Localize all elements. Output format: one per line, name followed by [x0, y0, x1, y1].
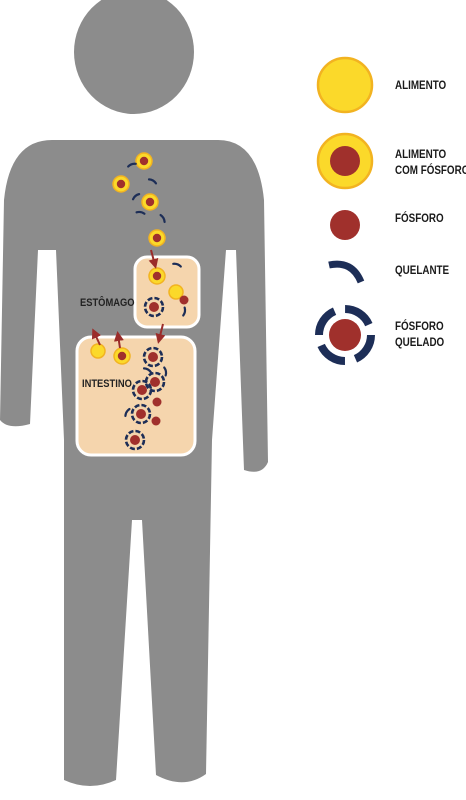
legend-label-food: ALIMENTO — [395, 77, 446, 93]
legend-label-food-with-phosphorus: ALIMENTO COM FÓSFORO — [395, 146, 466, 178]
intestine — [75, 335, 197, 457]
phosphorus-particle — [179, 295, 189, 305]
intestine-label: INTESTINO — [82, 378, 132, 390]
legend-label-chelated-phosphorus: FÓSFORO QUELADO — [395, 318, 444, 350]
legend-label-chelant: QUELANTE — [395, 262, 449, 278]
food-with-phosphorus-particle — [113, 347, 131, 365]
food-with-phosphorus-icon — [316, 132, 374, 190]
legend-icons — [315, 56, 375, 365]
stomach — [133, 255, 201, 329]
phosphorus-particle — [151, 416, 161, 426]
arrow-into-intestine — [155, 323, 166, 344]
legend-text: FÓSFORO — [395, 319, 444, 333]
stomach-label: ESTÔMAGO — [80, 297, 135, 309]
food-with-phosphorus-particle — [135, 152, 153, 170]
legend-text: ALIMENTO — [395, 78, 447, 92]
phosphorus-icon — [330, 210, 360, 240]
arrow-absorption — [91, 328, 102, 346]
legend-text: QUELANTE — [395, 263, 450, 277]
legend-text: COM FÓSFORO — [395, 163, 466, 177]
arrow-into-stomach — [148, 249, 159, 269]
food-icon — [316, 56, 374, 114]
food-with-phosphorus-particle — [148, 229, 166, 247]
chelant-icon — [328, 260, 365, 284]
flow-arrows — [91, 249, 166, 349]
human-silhouette — [0, 0, 268, 786]
head — [74, 0, 194, 114]
food-particle — [90, 343, 106, 359]
food-with-phosphorus-particle — [148, 267, 166, 285]
legend-label-phosphorus: FÓSFORO — [395, 210, 444, 226]
phosphorus-particle — [152, 397, 162, 407]
legend-text: FÓSFORO — [395, 211, 444, 225]
torso-and-arms — [0, 140, 268, 786]
legend-text: ALIMENTO — [395, 147, 447, 161]
food-with-phosphorus-particle — [141, 193, 159, 211]
legend-text: QUELADO — [395, 335, 445, 349]
food-with-phosphorus-particle — [112, 175, 130, 193]
chelated-phosphorus-icon — [315, 305, 375, 365]
arrow-absorption — [113, 331, 124, 349]
